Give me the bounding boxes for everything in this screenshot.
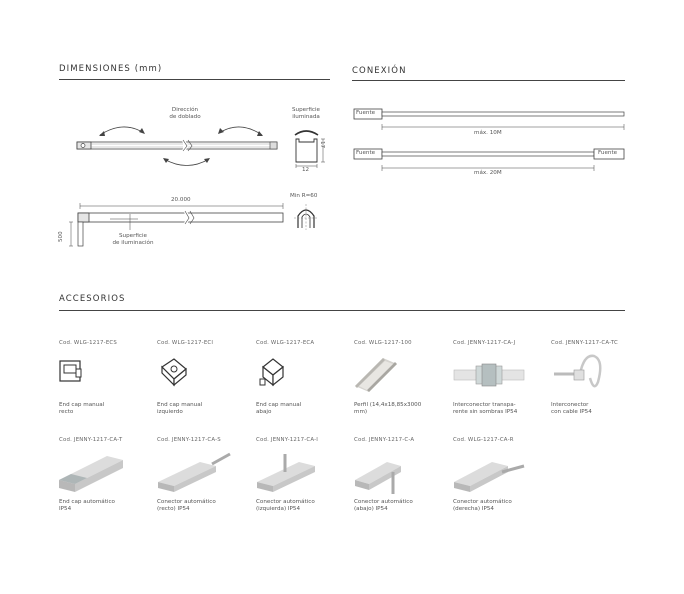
desc-line: Perfil (14,4x18,85x3000	[354, 402, 422, 408]
desc-line: con cable IP54	[551, 409, 592, 415]
desc-line: End cap manual	[157, 402, 203, 408]
label-line: Dirección	[171, 107, 199, 113]
power-source-box	[593, 148, 625, 160]
desc-line: Conector automático	[157, 499, 216, 505]
auto-connector-left-icon	[257, 454, 315, 492]
desc-line: Interconector transpa-	[453, 402, 516, 408]
desc-line: (izquierda) IP54	[256, 506, 301, 512]
accessory-code: Cod. WLG-1217-ECS	[59, 340, 118, 346]
end-cap-left-icon	[161, 358, 187, 387]
bend-arrow-icon	[163, 158, 210, 166]
divider	[59, 79, 330, 80]
accessory-code: Cod. JENNY-1217-CA-S	[157, 437, 221, 443]
cable-connector-icon	[554, 354, 602, 388]
accessory-code: Cod. JENNY-1217-CA-J	[453, 340, 516, 346]
accessory-code: Cod. WLG-1217-100	[354, 340, 412, 346]
section-title-accesorios: ACCESORIOS	[59, 294, 126, 304]
lit-surface-label: Superficie iluminada	[286, 107, 326, 121]
accessory-code: Cod. WLG-1217-ECI	[157, 340, 214, 346]
divider	[59, 310, 625, 311]
source-label: Fuente	[356, 150, 376, 156]
divider	[352, 80, 625, 81]
arrow-head-icon	[257, 131, 263, 136]
desc-line: rente sin sombras IP54	[453, 409, 518, 415]
dim-height: 17	[319, 141, 325, 149]
profile-cross-section	[295, 138, 318, 163]
cable	[77, 221, 84, 247]
min-radius-label: Min R=60	[290, 193, 318, 199]
end-cap-straight-icon	[59, 360, 82, 382]
dim-length: 20.000	[171, 197, 191, 203]
section-title-dimensiones: DIMENSIONES (mm)	[59, 64, 163, 74]
arrow-head-icon	[204, 158, 210, 163]
arrow-head-icon	[218, 128, 224, 134]
accessory-code: Cod. JENNY-1217-CA-I	[256, 437, 319, 443]
strip-line	[381, 111, 625, 117]
section-title-conexion: CONEXIÓN	[352, 66, 407, 76]
desc-line: Interconector	[551, 402, 589, 408]
bend-arrow-icon	[218, 126, 263, 136]
bend-direction-label: Dirección de doblado	[160, 107, 210, 121]
desc-line: (recto) IP54	[157, 506, 190, 512]
arrow-head-icon	[99, 131, 105, 136]
desc-line: recto	[59, 409, 74, 415]
desc-line: Conector automático	[453, 499, 512, 505]
arrow-head-icon	[139, 128, 145, 134]
desc-line: abajo	[256, 409, 272, 415]
min-radius-bend	[297, 209, 315, 228]
source-label: Fuente	[356, 110, 376, 116]
accessory-code: Cod. JENNY-1217-CA-T	[59, 437, 123, 443]
accessory-code: Cod. JENNY-1217-CA-TC	[551, 340, 618, 346]
strip-line	[381, 151, 595, 157]
led-strip-side-view	[77, 212, 284, 223]
auto-connector-straight-icon	[158, 452, 231, 492]
label-line: Superficie	[292, 107, 320, 113]
illumination-surface-label: Superficie de iluminación	[108, 233, 158, 247]
accessory-description: Conector automático(abajo) IP54	[354, 499, 446, 513]
label-line: Superficie	[119, 233, 147, 239]
desc-line: End cap automático	[59, 499, 115, 505]
end-cap-down-icon	[259, 358, 284, 387]
desc-line: mm)	[354, 409, 368, 415]
label-line: de iluminación	[112, 240, 154, 246]
aluminium-profile-icon	[355, 358, 397, 392]
accessory-description: Conector automático(derecha) IP54	[453, 499, 545, 513]
desc-line: End cap manual	[256, 402, 302, 408]
accessory-code: Cod. JENNY-1217-C-A	[354, 437, 415, 443]
dim-cable: 500	[58, 231, 64, 242]
arrow-head-icon	[163, 158, 169, 163]
label-line: iluminada	[292, 114, 320, 120]
desc-line: (abajo) IP54	[354, 506, 388, 512]
interconnector-icon	[453, 363, 525, 387]
desc-line: (derecha) IP54	[453, 506, 494, 512]
desc-line: izquierdo	[157, 409, 183, 415]
bend-arrow-icon	[99, 126, 145, 136]
accessory-description: Conector automático(recto) IP54	[157, 499, 249, 513]
led-strip-top-view	[76, 141, 278, 150]
desc-line: Conector automático	[256, 499, 315, 505]
accessory-description: Interconector transpa-rente sin sombras …	[453, 402, 545, 416]
accessory-description: Conector automático(izquierda) IP54	[256, 499, 348, 513]
max-length-label: máx. 20M	[474, 170, 502, 176]
source-label: Fuente	[598, 150, 618, 156]
max-length-label: máx. 10M	[474, 130, 502, 136]
cable-hole-icon	[80, 143, 86, 148]
auto-connector-down-icon	[355, 462, 401, 494]
label-line: de doblado	[169, 114, 201, 120]
accessory-code: Cod. WLG-1217-CA-R	[453, 437, 514, 443]
dim-width: 12	[302, 167, 310, 173]
auto-connector-right-icon	[454, 462, 525, 492]
desc-line: Conector automático	[354, 499, 413, 505]
auto-end-cap-icon	[59, 456, 123, 492]
desc-line: IP54	[59, 506, 72, 512]
accessory-code: Cod. WLG-1217-ECA	[256, 340, 315, 346]
desc-line: End cap manual	[59, 402, 105, 408]
